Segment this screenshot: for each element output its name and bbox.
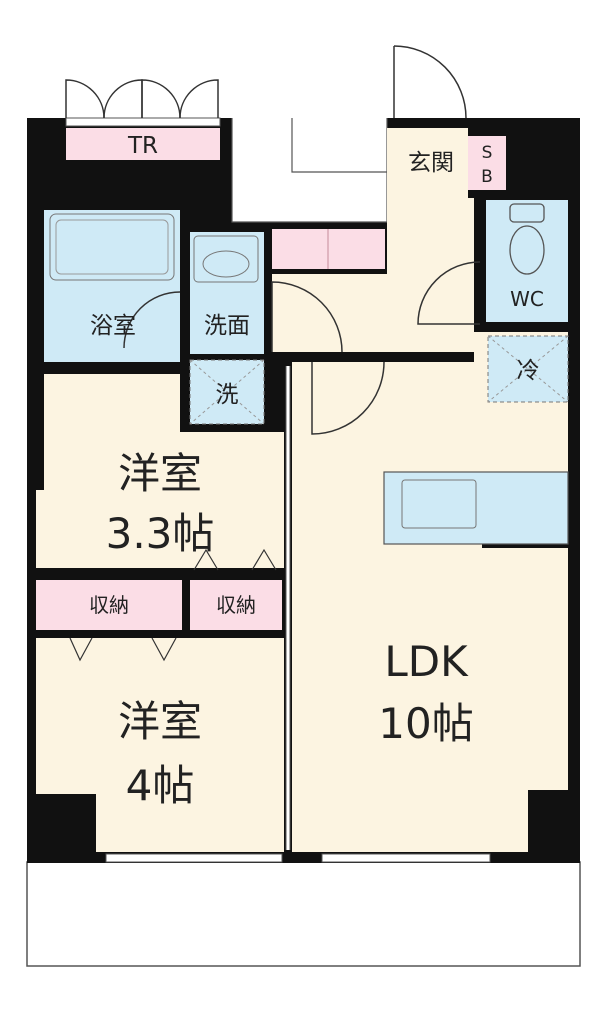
room-western-small bbox=[36, 374, 284, 568]
window-bottom-right bbox=[321, 853, 491, 863]
entry-door bbox=[393, 45, 467, 119]
trunk-room bbox=[66, 128, 220, 160]
closet-right bbox=[190, 580, 282, 630]
room-ldk-name: LDK bbox=[384, 637, 469, 686]
label-laundry: 洗 bbox=[216, 382, 239, 408]
toilet-door bbox=[417, 261, 481, 325]
label-trunk-room: TR bbox=[127, 133, 158, 159]
closet-left bbox=[36, 580, 182, 630]
room-ldk-size: 10帖 bbox=[378, 699, 473, 748]
label-toilet: WC bbox=[510, 287, 544, 311]
top-window-doors bbox=[65, 79, 219, 119]
label-shoe-box-bottom: B bbox=[481, 167, 493, 187]
room-ldk bbox=[292, 332, 568, 852]
room-western-large-size: 4帖 bbox=[126, 761, 195, 810]
label-washroom: 洗面 bbox=[204, 313, 250, 339]
window-bottom-left bbox=[105, 853, 283, 863]
room-toilet bbox=[486, 200, 568, 322]
room-western-large-name: 洋室 bbox=[118, 697, 202, 746]
closet-doors bbox=[69, 548, 277, 662]
shoe-box bbox=[468, 136, 506, 190]
entry-notch bbox=[232, 118, 387, 222]
window-top bbox=[65, 117, 221, 127]
bath-door bbox=[123, 291, 181, 349]
washroom-door bbox=[271, 281, 343, 353]
label-fridge: 冷 bbox=[517, 358, 540, 384]
room-western-small-name: 洋室 bbox=[118, 449, 202, 498]
label-entrance: 玄関 bbox=[408, 150, 454, 176]
corridor bbox=[272, 128, 474, 352]
toilet-fixture bbox=[509, 203, 545, 275]
balcony bbox=[26, 861, 581, 967]
room-western-small-size: 3.3帖 bbox=[106, 509, 215, 558]
room-western-large bbox=[36, 638, 284, 852]
label-closet-left: 収納 bbox=[89, 593, 129, 617]
label-shoe-box-top: S bbox=[482, 143, 493, 163]
label-bath: 浴室 bbox=[90, 313, 136, 339]
room-entrance bbox=[394, 128, 468, 190]
label-closet-right: 収納 bbox=[216, 593, 256, 617]
ldk-door bbox=[311, 361, 385, 435]
